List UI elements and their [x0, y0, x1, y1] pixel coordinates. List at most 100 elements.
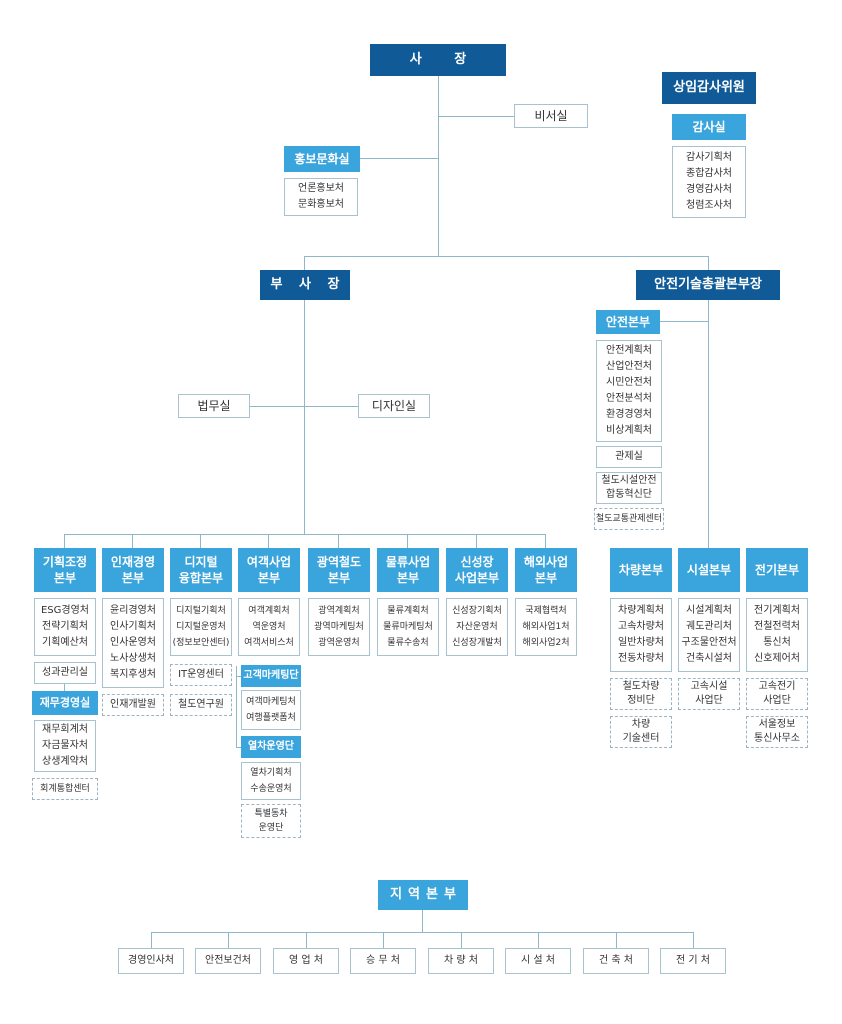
- dept-item: 산업안전처: [606, 361, 652, 372]
- regional-dept: 경영인사처: [118, 948, 184, 974]
- dept-item: 역운영처: [252, 622, 286, 632]
- division-title-line: 여객사업: [246, 555, 292, 569]
- rolling-stock-tech-center-box: 차량 기술센터: [610, 716, 672, 748]
- line: [64, 534, 546, 535]
- line: [476, 534, 477, 548]
- dept-item: 해외사업2처: [522, 638, 570, 648]
- line: [693, 932, 694, 948]
- dept-list: 디지털기획처 디지털운영처 (정보보안센터): [170, 598, 232, 656]
- finance-dept-list: 재무회계처 자금물자처 상생계약처: [34, 720, 96, 772]
- division-title-line: 본부: [534, 571, 558, 585]
- dept-item: 고속차량처: [618, 621, 664, 632]
- line: [538, 932, 539, 948]
- unit-line: 서울정보: [758, 719, 796, 730]
- division-rolling-stock: 차량본부: [610, 548, 672, 592]
- division-title-line: 본부: [121, 571, 145, 585]
- division-electric: 전기본부: [746, 548, 808, 592]
- dept-item: ESG경영처: [40, 605, 89, 616]
- dept-item: 신성장기획처: [452, 606, 502, 616]
- division-metro-rail: 광역철도 본부: [308, 548, 370, 592]
- dept-item: 청렴조사처: [686, 200, 732, 211]
- line: [461, 932, 462, 948]
- dept-item: 재무회계처: [42, 724, 88, 735]
- division-passenger: 여객사업 본부: [238, 548, 300, 592]
- train-operations-dept-list: 열차기획처 수송운영처: [241, 762, 301, 800]
- talent-institute-box: 인재개발원: [102, 694, 164, 716]
- dept-item: 환경경영처: [606, 409, 652, 420]
- rolling-stock-maintenance-box: 철도차량 정비단: [610, 678, 672, 710]
- line: [708, 300, 709, 548]
- seoul-telecom-office-box: 서울정보 통신사무소: [746, 716, 808, 748]
- line: [151, 932, 693, 933]
- dept-item: 언론홍보처: [298, 183, 344, 194]
- division-hr: 인재경영 본부: [102, 548, 164, 592]
- dept-item: 복지후생처: [110, 669, 156, 680]
- accounting-center-box: 회계통합센터: [32, 778, 98, 800]
- line: [64, 683, 65, 691]
- audit-dept-list: 감사기획처 종합감사처 경영감사처 청렴조사처: [672, 146, 746, 218]
- dept-item: 일반차량처: [618, 637, 664, 648]
- division-title-line: 본부: [327, 571, 351, 585]
- division-new-growth: 신성장 사업본부: [446, 548, 508, 592]
- dept-item: 감사기획처: [686, 152, 732, 163]
- dept-list: 광역계획처 광역마케팅처 광역운영처: [308, 598, 370, 656]
- division-title-line: 사업본부: [454, 571, 500, 585]
- line: [422, 910, 423, 932]
- division-title-line: 기획조정: [42, 555, 88, 569]
- regional-dept: 승 무 처: [350, 948, 416, 974]
- audit-committee-box: 상임감사위원: [662, 72, 756, 104]
- dept-item: 전기계획처: [754, 605, 800, 616]
- dept-item: 기획예산처: [42, 637, 88, 648]
- dept-item: 광역계획처: [318, 606, 360, 616]
- division-overseas: 해외사업 본부: [515, 548, 577, 592]
- line: [616, 932, 617, 948]
- line: [438, 116, 514, 117]
- research-institute-box: 철도연구원: [170, 694, 232, 716]
- line: [338, 534, 339, 548]
- regional-dept: 전 기 처: [660, 948, 726, 974]
- dept-item: 광역운영처: [318, 638, 360, 648]
- division-title-line: 인재경영: [110, 555, 156, 569]
- dept-item: 해외사업1처: [522, 622, 570, 632]
- dept-item: 자산운영처: [456, 622, 498, 632]
- dept-item: 문화홍보처: [298, 199, 344, 210]
- secretary-box: 비서실: [514, 104, 588, 128]
- dept-item: 통신처: [763, 637, 791, 648]
- dept-item: 전철전력처: [754, 621, 800, 632]
- dept-list: 시설계획처 궤도관리처 구조물안전처 건축시설처: [678, 598, 740, 672]
- dept-item: 궤도관리처: [686, 621, 732, 632]
- dept-list: 신성장기획처 자산운영처 신성장개발처: [446, 598, 508, 656]
- pr-office-box: 홍보문화실: [284, 146, 360, 172]
- it-center-box: IT운영센터: [170, 664, 232, 686]
- high-speed-facility-box: 고속시설 사업단: [678, 678, 740, 710]
- division-title-line: 디지털: [184, 555, 218, 569]
- line: [236, 666, 237, 748]
- dept-item: 디지털기획처: [176, 606, 226, 616]
- regional-dept: 차 량 처: [428, 948, 494, 974]
- division-title-line: 본부: [257, 571, 281, 585]
- division-planning: 기획조정 본부: [34, 548, 96, 592]
- dept-item: 인사운영처: [110, 637, 156, 648]
- line: [151, 932, 152, 948]
- unit-line: 사업단: [695, 695, 723, 706]
- dept-item: 구조물안전처: [681, 637, 737, 648]
- dept-list: 차량계획처 고속차량처 일반차량처 전동차량처: [610, 598, 672, 672]
- line: [236, 747, 242, 748]
- line: [383, 932, 384, 948]
- division-facility: 시설본부: [678, 548, 740, 592]
- line: [304, 256, 305, 270]
- dept-item: 비상계획처: [606, 425, 652, 436]
- dept-item: 여객마케팅처: [246, 697, 296, 707]
- regional-dept: 영 업 처: [273, 948, 339, 974]
- dept-item: 노사상생처: [110, 653, 156, 664]
- dept-list: 윤리경영처 인사기획처 인사운영처 노사상생처 복지후생처: [102, 598, 164, 688]
- control-office-box: 관제실: [596, 446, 662, 468]
- dept-item: 여행플랫폼처: [246, 713, 296, 723]
- unit-line: 기술센터: [622, 733, 660, 744]
- train-operations-box: 열차운영단: [241, 736, 301, 758]
- regional-dept: 건 축 처: [583, 948, 649, 974]
- facility-safety-group-box: 철도시설안전 합동혁신단: [596, 472, 662, 504]
- customer-marketing-box: 고객마케팅단: [241, 665, 301, 687]
- line: [250, 406, 358, 407]
- dept-item: 여객계획처: [248, 606, 290, 616]
